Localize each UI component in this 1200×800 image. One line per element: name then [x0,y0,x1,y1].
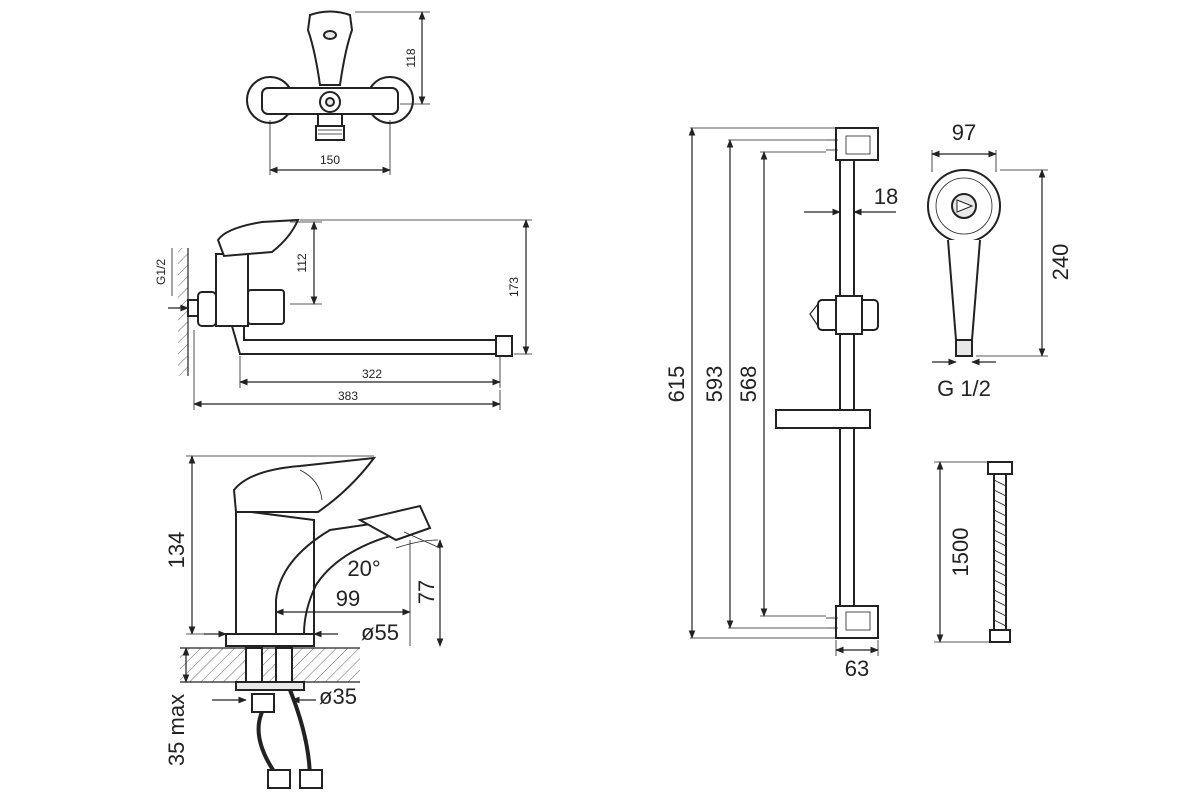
side-lever [216,218,300,258]
dim-rail-tube-diameter: 18 [874,184,898,209]
shower-thread [955,339,973,357]
dim-basin-spout-height: 77 [414,580,439,604]
soap-dish [775,409,871,429]
dim-shower-length: 240 [1048,244,1073,281]
handle-indicator [323,30,337,40]
dim-side-spout-reach: 322 [362,367,382,381]
dim-basin-hole-diameter: ø35 [319,684,357,709]
wall-mixer-front-view: 118 150 [246,10,430,175]
basin-lever [232,456,377,513]
lever-handle [306,10,354,86]
dim-rail-total-length: 615 [664,366,689,403]
supply-hose-right [288,689,312,781]
hose-view: 1500 [934,461,1013,643]
diverter-housing [247,289,285,325]
wall-mixer-side-view: G1/2 112 173 322 383 [154,218,532,410]
dim-side-handle-height: 112 [295,253,309,272]
shower-handle [947,239,981,341]
dim-front-width: 150 [320,153,340,167]
dim-rail-length: 568 [736,366,761,403]
dim-hose-length: 1500 [948,528,973,577]
dim-rail-bracket-width: 63 [845,656,869,681]
side-flange [197,291,217,327]
hose-top-nut [987,461,1013,475]
shower-rail-view: 615 593 568 18 63 [664,127,898,681]
dim-basin-angle: 20° [347,556,380,581]
rail-tube [839,159,855,607]
basin-mixer-view: 134 20° 77 99 ø55 ø35 35 max [164,455,444,789]
hose-bottom-nut [989,629,1011,643]
fixing-plate [235,681,305,691]
dim-basin-base-diameter: ø55 [361,620,399,645]
dim-shower-head-diameter: 97 [952,120,976,145]
basin-spout [357,504,432,542]
hand-shower-view: 97 240 G 1/2 [927,120,1073,401]
dim-basin-reach: 99 [336,586,360,611]
outlet-nut [315,125,345,141]
wall-hatch [178,248,188,376]
long-spout [230,325,501,355]
dim-side-total-reach: 383 [338,389,358,403]
dim-shower-thread: G 1/2 [937,376,991,401]
hose-body [993,473,1007,631]
top-bracket [835,127,879,161]
side-body [215,253,249,327]
bottom-bracket [835,605,879,639]
fixing-nut [251,693,275,713]
dim-rail-mount-length: 593 [702,366,727,403]
dim-front-height: 118 [404,48,418,67]
outlet-top [317,113,343,127]
countertop-hatch [180,648,360,682]
dim-basin-height: 134 [164,532,189,569]
dim-side-total-height: 173 [507,277,521,297]
mixer-base [225,633,315,647]
spout-aerator [495,335,513,357]
dim-side-thread: G1/2 [154,259,168,285]
dim-basin-counter-thickness: 35 max [164,694,189,766]
